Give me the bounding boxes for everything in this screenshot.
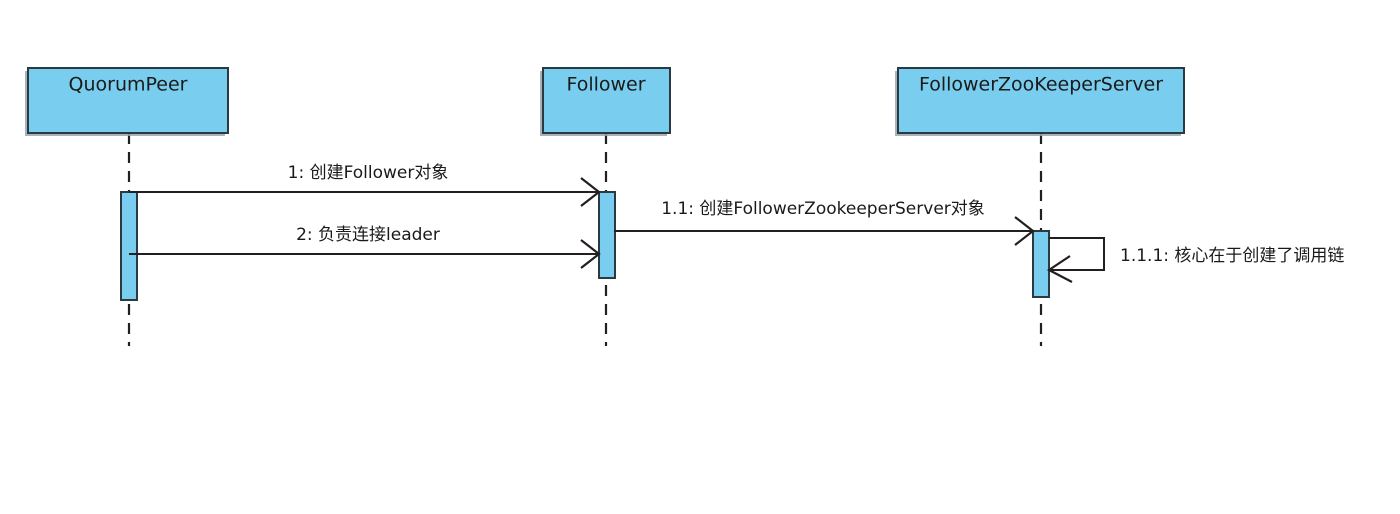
participant-label-follower: Follower	[566, 74, 645, 96]
message-2-arrowhead	[580, 239, 601, 269]
message-1-label: 1: 创建Follower对象	[288, 163, 449, 183]
message-1-1[interactable]: 1.1: 创建FollowerZookeeperServer对象	[614, 199, 1035, 246]
message-1-1-1-line	[1049, 237, 1105, 271]
activation-bar-follower[interactable]	[598, 191, 616, 279]
message-1[interactable]: 1: 创建Follower对象	[129, 163, 601, 207]
participant-quorumpeer[interactable]: QuorumPeer	[25, 67, 229, 136]
message-1-arrowhead	[580, 177, 601, 207]
participant-follower[interactable]: Follower	[540, 67, 671, 136]
message-1-1-label: 1.1: 创建FollowerZookeeperServer对象	[661, 199, 985, 219]
participant-followerzookeeperserver[interactable]: FollowerZooKeeperServer	[895, 67, 1185, 136]
activation-bar-followerzookeeperserver[interactable]	[1032, 230, 1050, 298]
activation-bar-quorumpeer[interactable]	[120, 191, 138, 301]
message-1-1-1-label: 1.1.1: 核心在于创建了调用链	[1120, 246, 1344, 266]
message-1-1-1-arrowhead	[1046, 255, 1073, 283]
message-2[interactable]: 2: 负责连接leader	[129, 225, 601, 269]
participant-box-followerzookeeperserver[interactable]	[897, 67, 1185, 134]
participant-box-quorumpeer[interactable]	[27, 67, 229, 134]
message-1-1-arrowhead	[1014, 216, 1035, 246]
participant-label-quorumpeer: QuorumPeer	[69, 74, 188, 96]
participant-box-follower[interactable]	[542, 67, 671, 134]
activations-group	[120, 191, 1050, 301]
participant-label-followerzookeeperserver: FollowerZooKeeperServer	[919, 74, 1163, 96]
message-1-1-1[interactable]: 1.1.1: 核心在于创建了调用链	[1046, 237, 1344, 283]
message-2-label: 2: 负责连接leader	[296, 225, 440, 245]
lifelines-group	[127, 133, 1043, 346]
